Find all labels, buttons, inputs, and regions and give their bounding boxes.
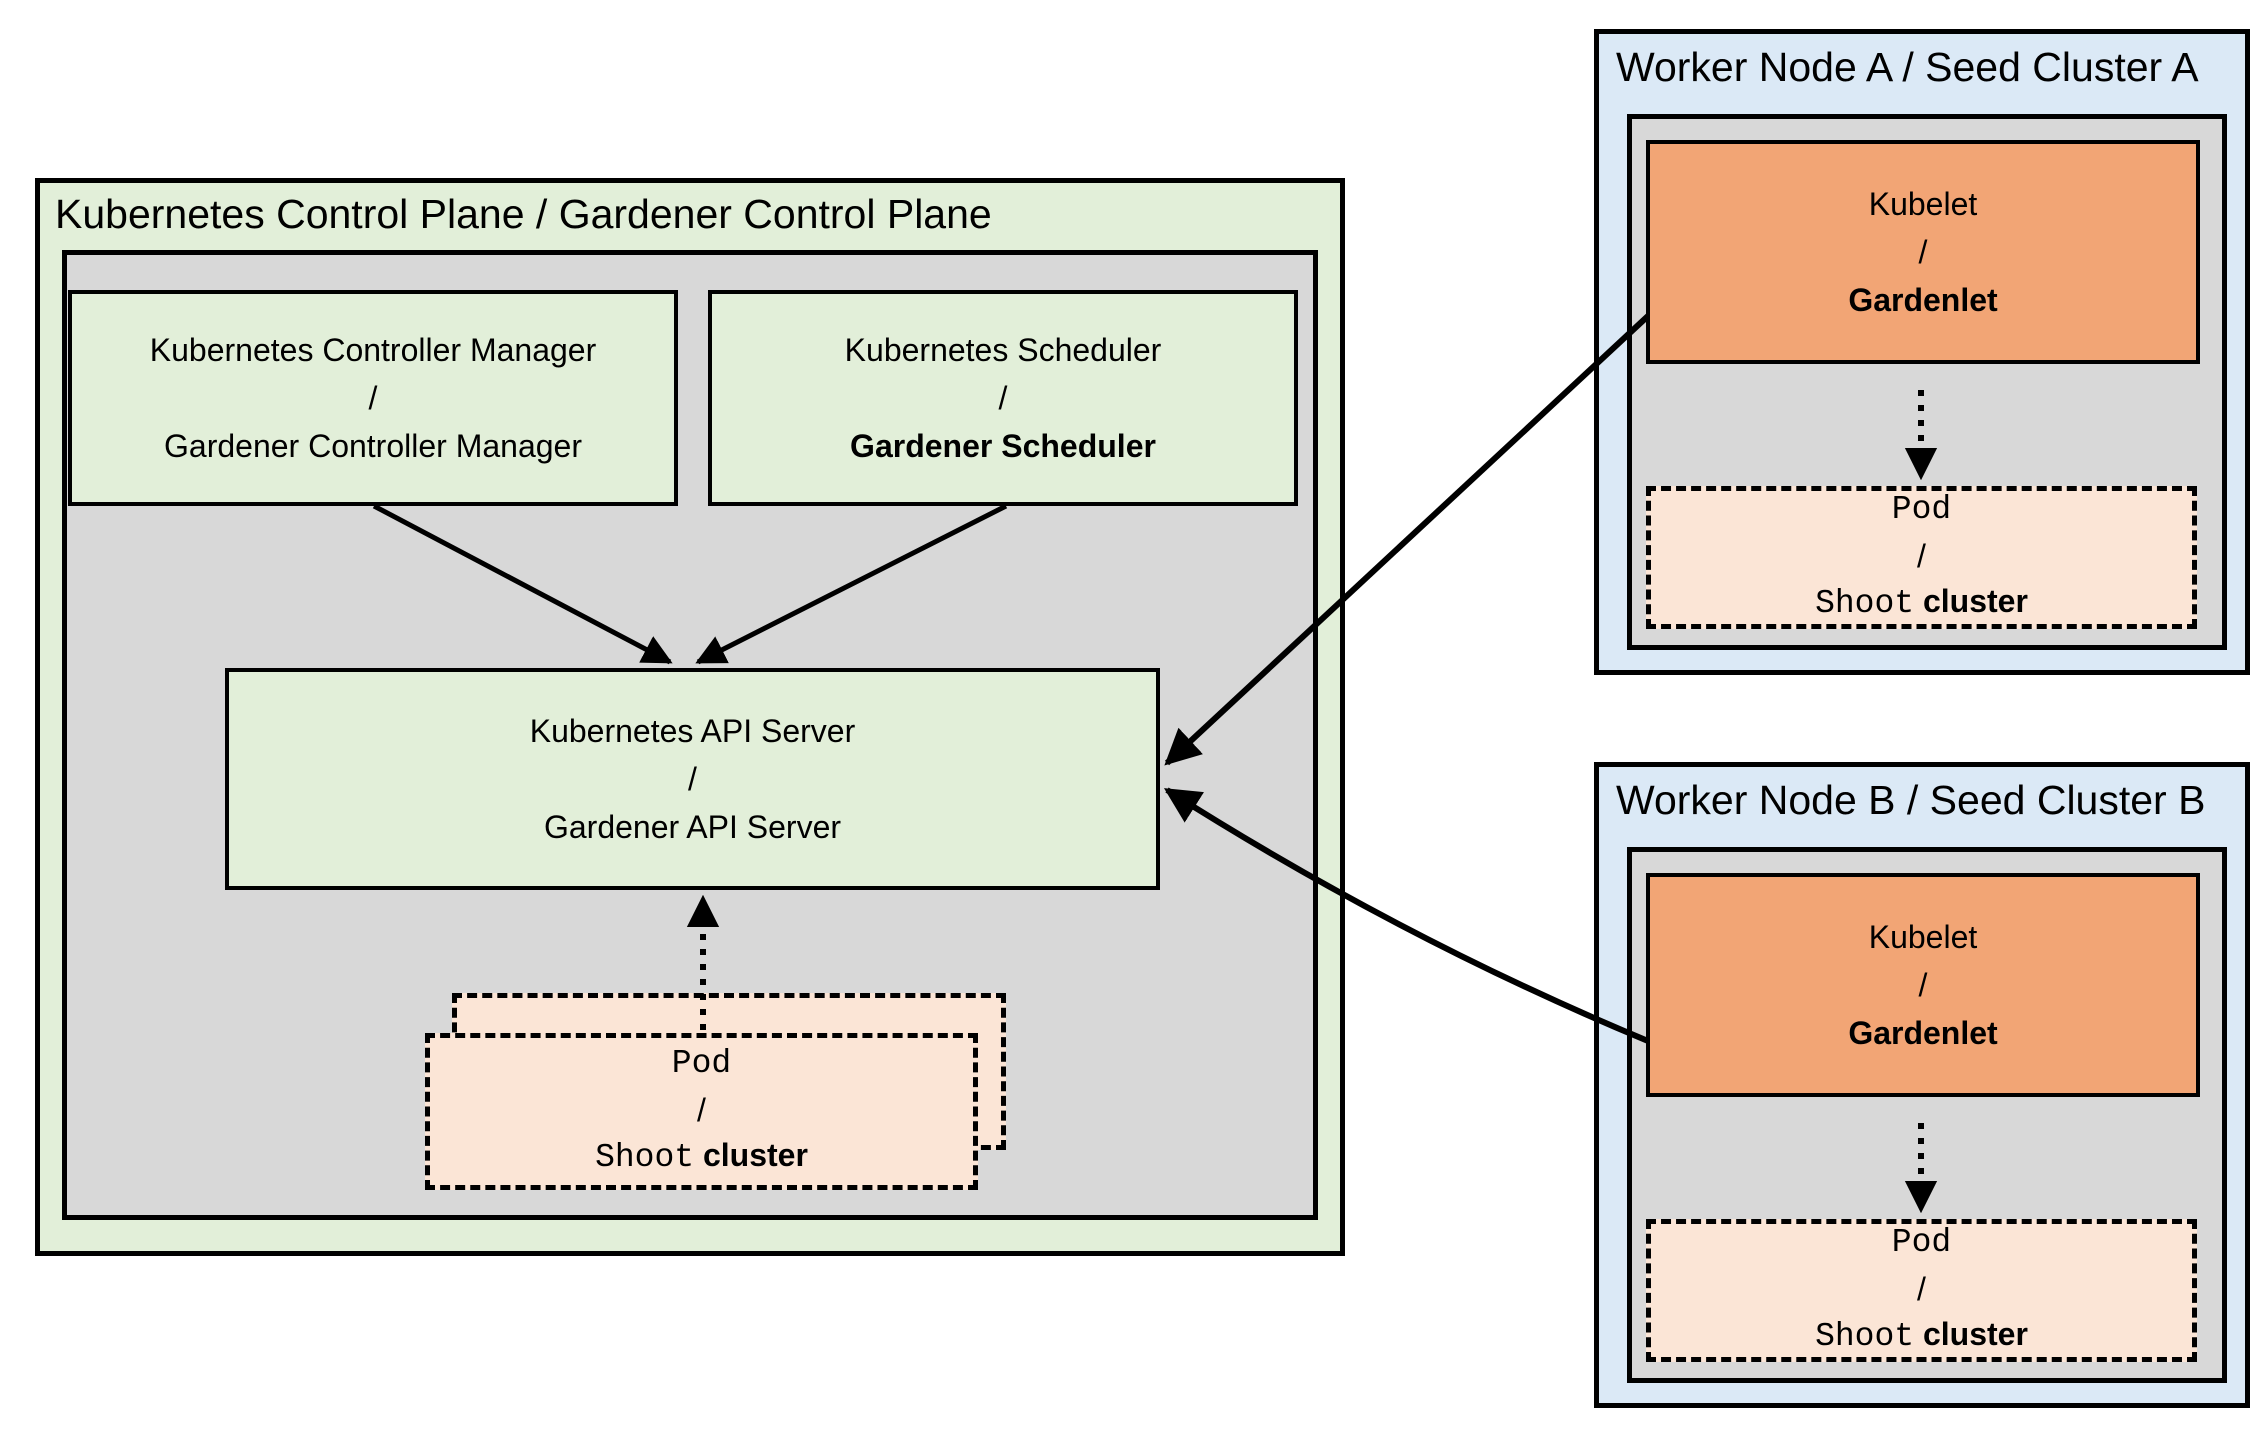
kubelet-a-label: Kubelet / Gardenlet <box>1650 144 2196 360</box>
kubelet-b-line2: Gardenlet <box>1848 1015 1998 1051</box>
api-server-label: Kubernetes API Server / Gardener API Ser… <box>229 672 1156 886</box>
pod-separator: / <box>697 1091 706 1128</box>
controller-manager-line2: Gardener Controller Manager <box>164 428 582 464</box>
scheduler-separator: / <box>998 380 1008 416</box>
pod-a-separator: / <box>1917 537 1926 574</box>
shoot-b-word: Shoot <box>1815 1318 1915 1356</box>
pod-shoot-b-label: Pod / Shoot cluster <box>1651 1224 2192 1357</box>
controller-manager-line1: Kubernetes Controller Manager <box>149 332 597 368</box>
kubelet-a-separator: / <box>1918 234 1928 270</box>
control-plane-title: Kubernetes Control Plane / Gardener Cont… <box>55 191 992 237</box>
api-server-box: Kubernetes API Server / Gardener API Ser… <box>225 668 1160 890</box>
kubelet-a-line2: Gardenlet <box>1848 282 1998 318</box>
scheduler-line1: Kubernetes Scheduler <box>844 332 1162 368</box>
pod-shoot-b-box: Pod / Shoot cluster <box>1646 1219 2197 1362</box>
kubelet-a-box: Kubelet / Gardenlet <box>1646 140 2200 364</box>
shoot-cluster-a-line: Shoot cluster <box>1815 579 2028 628</box>
pod-shoot-box-front: Pod / Shoot cluster <box>425 1033 978 1190</box>
worker-node-a-title: Worker Node A / Seed Cluster A <box>1616 44 2199 90</box>
api-server-line1: Kubernetes API Server <box>529 713 856 749</box>
worker-node-b-title: Worker Node B / Seed Cluster B <box>1616 777 2206 823</box>
kubelet-a-line1: Kubelet <box>1868 186 1978 222</box>
controller-manager-box: Kubernetes Controller Manager / Gardener… <box>68 290 678 506</box>
api-server-separator: / <box>688 761 697 797</box>
pod-a-line: Pod <box>1891 490 1952 528</box>
scheduler-label: Kubernetes Scheduler / Gardener Schedule… <box>712 294 1294 502</box>
pod-line: Pod <box>671 1044 732 1082</box>
cluster-b-word: cluster <box>1922 1316 2028 1353</box>
pod-shoot-a-label: Pod / Shoot cluster <box>1651 491 2192 624</box>
controller-manager-label: Kubernetes Controller Manager / Gardener… <box>72 294 674 502</box>
kubelet-b-label: Kubelet / Gardenlet <box>1650 877 2196 1093</box>
shoot-a-word: Shoot <box>1815 585 1915 623</box>
shoot-cluster-b-line: Shoot cluster <box>1815 1312 2028 1361</box>
pod-b-separator: / <box>1917 1270 1926 1307</box>
shoot-word: Shoot <box>595 1139 695 1177</box>
kubelet-b-box: Kubelet / Gardenlet <box>1646 873 2200 1097</box>
shoot-cluster-line: Shoot cluster <box>595 1133 808 1182</box>
kubelet-b-separator: / <box>1918 967 1928 1003</box>
api-server-line2: Gardener API Server <box>543 809 842 845</box>
pod-b-line: Pod <box>1891 1223 1952 1261</box>
cluster-word: cluster <box>702 1137 808 1174</box>
scheduler-line2: Gardener Scheduler <box>850 428 1156 464</box>
pod-shoot-a-box: Pod / Shoot cluster <box>1646 486 2197 629</box>
kubelet-b-line1: Kubelet <box>1868 919 1978 955</box>
cluster-a-word: cluster <box>1922 583 2028 620</box>
controller-manager-separator: / <box>368 380 378 416</box>
pod-shoot-label: Pod / Shoot cluster <box>430 1038 973 1185</box>
scheduler-box: Kubernetes Scheduler / Gardener Schedule… <box>708 290 1298 506</box>
